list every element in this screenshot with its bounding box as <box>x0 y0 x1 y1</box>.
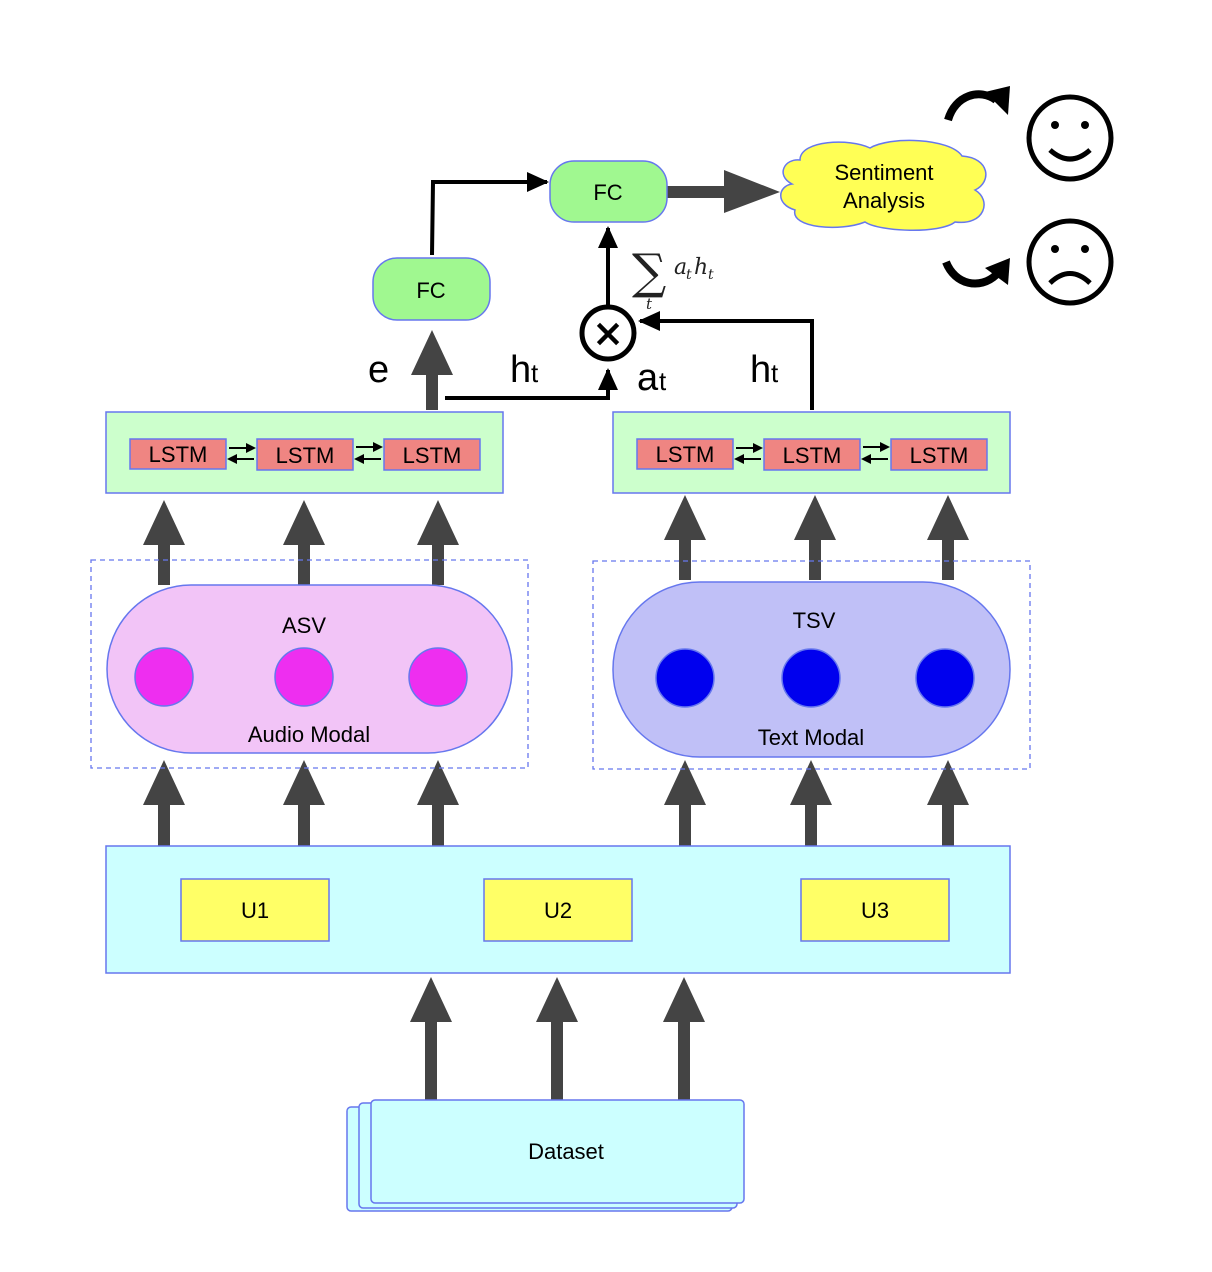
audio-modal: ASV Audio Modal <box>90 559 529 769</box>
utterance-label: U3 <box>861 898 889 923</box>
sum-term-a: a <box>674 255 687 280</box>
audio-modal-caption: Audio Modal <box>248 722 370 747</box>
sentiment-analysis-cloud: Sentiment Analysis <box>780 139 987 231</box>
multiply-icon: × <box>592 311 624 355</box>
asv-label: ASV <box>282 613 326 638</box>
tsv-label: TSV <box>793 608 836 633</box>
happy-face-icon <box>1026 94 1114 182</box>
text-node <box>781 648 841 708</box>
curved-arrow-icon <box>944 86 1010 122</box>
utterance-label: U2 <box>544 898 572 923</box>
up-arrow <box>283 760 325 846</box>
sentiment-label-line2: Analysis <box>843 188 925 213</box>
up-arrow <box>663 977 705 1100</box>
curved-arrow-icon <box>942 258 1010 288</box>
up-arrow <box>664 760 706 846</box>
audio-node <box>274 647 334 707</box>
up-arrow <box>410 977 452 1100</box>
lstm-label: LSTM <box>783 443 842 468</box>
bidirectional-arrows <box>734 442 890 464</box>
utterance-u3 <box>800 878 950 942</box>
label-a: a <box>637 357 659 399</box>
up-arrow <box>411 330 453 410</box>
label-a-sub: t <box>659 366 667 396</box>
sad-face-icon <box>1026 218 1114 306</box>
multiply-node: × <box>579 304 637 362</box>
text-modal-caption: Text Modal <box>758 725 864 750</box>
lstm-panel-left: LSTM LSTM LSTM <box>105 411 504 494</box>
lstm-cell <box>763 438 861 471</box>
lstm-cell <box>129 438 227 470</box>
sum-subscript: t <box>646 295 653 313</box>
lstm-label: LSTM <box>910 443 969 468</box>
lstm-panel-right: LSTM LSTM LSTM <box>612 411 1011 494</box>
text-node <box>655 648 715 708</box>
label-e: e <box>368 349 389 391</box>
label-h-left-sub: t <box>531 358 539 388</box>
dataset-stack: Dataset <box>346 1099 745 1212</box>
lstm-label: LSTM <box>149 442 208 467</box>
text-node <box>915 648 975 708</box>
fc-left-label: FC <box>416 278 445 303</box>
fc-left: FC <box>372 257 491 321</box>
attention-connectors <box>430 172 814 410</box>
sum-symbol: ∑ <box>632 244 666 300</box>
sum-term-a-sub: t <box>686 267 692 283</box>
lstm-cell <box>636 438 734 470</box>
utterance-label: U1 <box>241 898 269 923</box>
up-arrow <box>927 760 969 846</box>
dataset-label: Dataset <box>528 1139 604 1164</box>
attention-sum-formula: ∑ t a t h t <box>632 244 714 313</box>
up-arrow <box>283 500 325 585</box>
up-arrow <box>417 500 459 585</box>
up-arrow <box>927 495 969 580</box>
fc-top-label: FC <box>593 180 622 205</box>
lstm-label: LSTM <box>276 443 335 468</box>
sentiment-label-line1: Sentiment <box>834 160 933 185</box>
sum-term-h-sub: t <box>708 267 714 283</box>
bidirectional-arrows <box>227 442 383 464</box>
label-h-right: h <box>750 349 771 391</box>
utterance-panel: U1 U2 U3 <box>105 845 1011 974</box>
lstm-cell <box>890 438 988 471</box>
right-arrow <box>667 170 780 213</box>
sum-term-h: h <box>694 255 708 280</box>
utterance-u2 <box>483 878 633 942</box>
up-arrow <box>143 760 185 846</box>
audio-node <box>408 647 468 707</box>
utterance-u1 <box>180 878 330 942</box>
up-arrow <box>794 495 836 580</box>
lstm-cell <box>383 438 481 471</box>
up-arrow <box>143 500 185 585</box>
lstm-label: LSTM <box>656 442 715 467</box>
lstm-cell <box>256 438 354 471</box>
lstm-label: LSTM <box>403 443 462 468</box>
up-arrow <box>664 495 706 580</box>
label-h-right-sub: t <box>771 358 779 388</box>
up-arrow <box>417 760 459 846</box>
up-arrow <box>536 977 578 1100</box>
up-arrow <box>790 760 832 846</box>
fc-top: FC <box>549 160 668 223</box>
audio-node <box>134 647 194 707</box>
text-modal: TSV Text Modal <box>592 560 1031 770</box>
label-h-left: h <box>510 349 531 391</box>
